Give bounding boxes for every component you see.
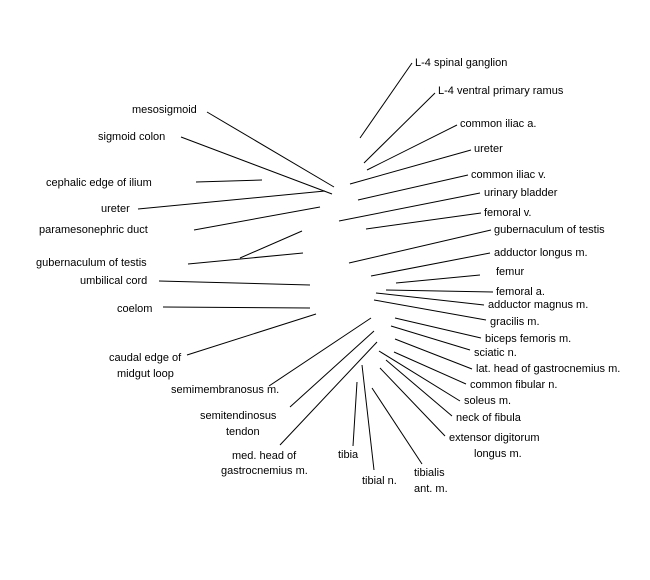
label-mesosigmoid: mesosigmoid [132, 104, 197, 116]
leader-l4-spinal-ganglion [359, 62, 413, 139]
label-soleus: soleus m. [464, 395, 511, 407]
leader-common-fibular-n [393, 351, 467, 385]
leader-med-head-gastrocnemius [279, 341, 378, 446]
label-common-iliac-v: common iliac v. [471, 169, 546, 181]
leader-tibia [352, 381, 358, 447]
label-gubernaculum-left: gubernaculum of testis [36, 257, 147, 269]
leader-lat-head-gastrocnemius [394, 338, 473, 370]
label-sigmoid-colon: sigmoid colon [98, 131, 165, 143]
leader-semimembranosus [268, 317, 372, 387]
label-femoral-a: femoral a. [496, 286, 545, 298]
label-neck-of-fibula: neck of fibula [456, 412, 522, 424]
label-umbilical-cord: umbilical cord [80, 275, 147, 287]
label-femoral-v: femoral v. [484, 207, 531, 219]
label-l4-ventral-primary-ramus: L-4 ventral primary ramus [438, 85, 564, 97]
leader-mesosigmoid [206, 111, 335, 188]
label-urinary-bladder: urinary bladder [484, 187, 558, 199]
label-paramesonephric-duct: paramesonephric duct [39, 224, 148, 236]
leader-gubernaculum-left [187, 252, 304, 265]
label-tibia: tibia [338, 449, 359, 461]
leader-ureter-right [349, 149, 472, 185]
leader-common-iliac-v [357, 174, 469, 201]
leader-femoral-a [385, 289, 494, 293]
label-adductor-magnus: adductor magnus m. [488, 299, 588, 311]
label-tibial-n: tibial n. [362, 475, 397, 487]
label-extensor-digitorum-line1: extensor digitorum [449, 432, 540, 444]
label-femur: femur [496, 266, 524, 278]
leader-extensor-digitorum [379, 367, 446, 437]
label-caudal-edge-line1: caudal edge of [109, 352, 182, 364]
label-gracilis: gracilis m. [490, 316, 540, 328]
leader-femur [395, 274, 481, 284]
label-ureter-right: ureter [474, 143, 503, 155]
label-common-iliac-a: common iliac a. [460, 118, 536, 130]
label-extensor-digitorum-line2: longus m. [474, 448, 522, 460]
label-tibialis-ant-line2: ant. m. [414, 483, 448, 495]
label-common-fibular-n: common fibular n. [470, 379, 557, 391]
leader-adductor-magnus [375, 292, 485, 306]
leader-coelom [162, 306, 311, 309]
leader-biceps-femoris [394, 317, 482, 339]
leader-l4-ventral-primary-ramus [363, 92, 436, 164]
leader-soleus [378, 350, 461, 402]
label-biceps-femoris: biceps femoris m. [485, 333, 571, 345]
leader-semitendinosus [289, 330, 375, 408]
leader-gubernaculum-left-branch [239, 230, 303, 259]
leader-umbilical-cord [158, 280, 311, 286]
leader-gubernaculum-right [348, 229, 492, 264]
leader-cephalic-edge-ilium [195, 179, 263, 183]
leader-ureter-left [137, 190, 326, 210]
leader-paramesonephric-duct [193, 206, 321, 231]
leader-gracilis [373, 299, 487, 321]
label-tibialis-ant-line1: tibialis [414, 467, 445, 479]
leader-sigmoid-colon [180, 136, 333, 195]
label-gubernaculum-right: gubernaculum of testis [494, 224, 605, 236]
leader-sciatic-n [390, 325, 471, 351]
label-l4-spinal-ganglion: L-4 spinal ganglion [415, 57, 507, 69]
label-lat-head-gastrocnemius: lat. head of gastrocnemius m. [476, 363, 620, 375]
label-med-head-gastrocnemius-line1: med. head of [232, 450, 297, 462]
leader-tibialis-ant [371, 387, 423, 465]
label-cephalic-edge-ilium: cephalic edge of ilium [46, 177, 152, 189]
label-coelom: coelom [117, 303, 152, 315]
label-caudal-edge-line2: midgut loop [117, 368, 174, 380]
label-med-head-gastrocnemius-line2: gastrocnemius m. [221, 465, 308, 477]
leader-adductor-longus [370, 252, 491, 277]
leader-neck-of-fibula [385, 359, 453, 417]
label-semitendinosus-line1: semitendinosus [200, 410, 277, 422]
label-semimembranosus: semimembranosus m. [171, 384, 279, 396]
leader-urinary-bladder [338, 192, 481, 222]
label-adductor-longus: adductor longus m. [494, 247, 588, 259]
leader-caudal-edge [186, 313, 317, 356]
leader-common-iliac-a [366, 124, 458, 171]
leader-femoral-v [365, 212, 482, 230]
label-ureter-left: ureter [101, 203, 130, 215]
label-sciatic-n: sciatic n. [474, 347, 517, 359]
label-semitendinosus-line2: tendon [226, 426, 260, 438]
leader-tibial-n [361, 364, 375, 471]
